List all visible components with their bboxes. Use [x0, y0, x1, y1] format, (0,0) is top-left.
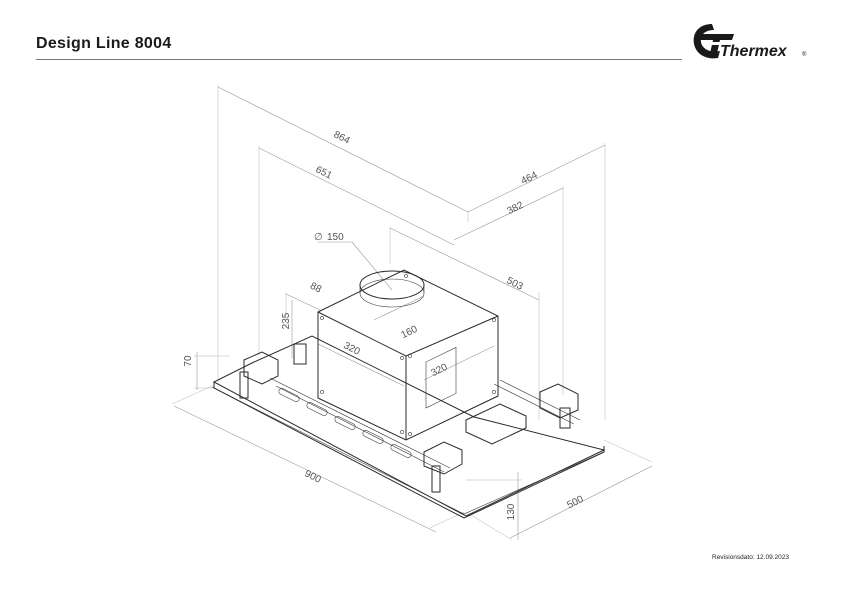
dimension-70: 70: [183, 352, 230, 390]
dimension-160: 160: [373, 295, 425, 341]
dimension-320-side: 320: [423, 345, 495, 381]
dimension-label-70: 70: [183, 355, 194, 367]
revision-date: Revisionsdato: 12.09.2023: [712, 554, 789, 561]
brand-registered-mark: ®: [802, 51, 807, 58]
mounting-bracket-right: [539, 383, 579, 429]
dimension-label-900: 900: [303, 468, 323, 485]
dimension-label-150: 150: [327, 232, 344, 243]
hood-canopy: [211, 335, 606, 519]
dimension-label-160: 160: [400, 324, 420, 341]
filter-slots: [278, 388, 412, 458]
dimension-label-503: 503: [505, 275, 525, 292]
dimension-464: 464: [467, 143, 606, 420]
mounting-bracket-front: [423, 441, 463, 493]
mounting-bracket-left: [239, 351, 279, 399]
dimension-label-500: 500: [565, 494, 585, 511]
dimension-label-88: 88: [308, 281, 323, 296]
page-title: Design Line 8004: [36, 35, 172, 52]
dimension-label-235: 235: [281, 312, 292, 329]
dimension-88: 88: [285, 281, 323, 328]
duct-diameter-symbol: ∅: [314, 232, 323, 243]
dimension-130: 130: [466, 472, 522, 540]
dimension-label-130: 130: [506, 503, 517, 520]
thermex-logo: Thermex ®: [693, 24, 807, 60]
thermex-logo-icon: [693, 24, 734, 59]
dimension-label-320-front: 320: [342, 340, 362, 357]
header-rule: [36, 59, 682, 60]
side-handle: [293, 343, 307, 365]
dimension-651: 651: [258, 146, 455, 355]
dimension-label-382: 382: [506, 200, 526, 217]
dimension-duct-diameter: ∅ 150: [314, 232, 393, 291]
dimension-900: 900: [171, 385, 465, 533]
brand-name: Thermex: [720, 43, 788, 60]
dimension-label-320-side: 320: [430, 362, 450, 379]
dimension-label-864: 864: [332, 129, 352, 146]
dimension-label-464: 464: [520, 170, 540, 187]
dimension-503: 503: [389, 226, 540, 420]
dimension-500: 500: [465, 439, 653, 541]
dimension-320-front: 320: [317, 340, 405, 387]
motor-box: [317, 269, 499, 441]
dimension-235: 235: [281, 300, 293, 358]
dimension-382: 382: [453, 186, 564, 395]
control-unit: [465, 403, 527, 445]
dimension-label-651: 651: [314, 164, 334, 181]
duct-collar: [359, 270, 425, 308]
